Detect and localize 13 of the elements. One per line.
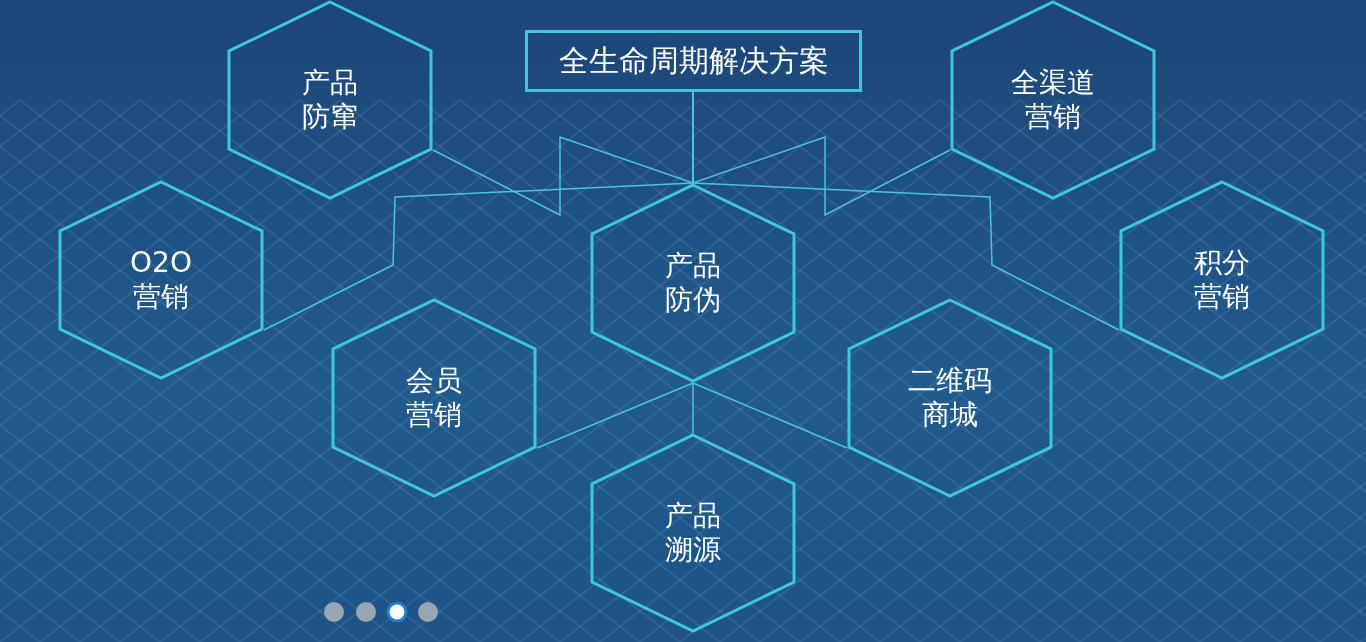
connector-line: [692, 91, 694, 184]
hexagon-box: 积分营销: [1119, 180, 1325, 380]
hexagon-box: 产品防窜: [227, 0, 433, 200]
title-box: 全生命周期解决方案: [525, 30, 862, 92]
hexagon-box: O2O营销: [58, 180, 264, 380]
hexagon-box: 产品防伪: [590, 183, 796, 383]
hexagon-box: 产品溯源: [590, 433, 796, 633]
connector-line: [536, 382, 694, 449]
hexagon-box: 会员营销: [331, 298, 537, 498]
hexagon-box: 全渠道营销: [950, 0, 1156, 200]
connector-line: [692, 382, 848, 449]
hexagon-box: 二维码商城: [847, 298, 1053, 498]
connector-line: [692, 382, 694, 434]
